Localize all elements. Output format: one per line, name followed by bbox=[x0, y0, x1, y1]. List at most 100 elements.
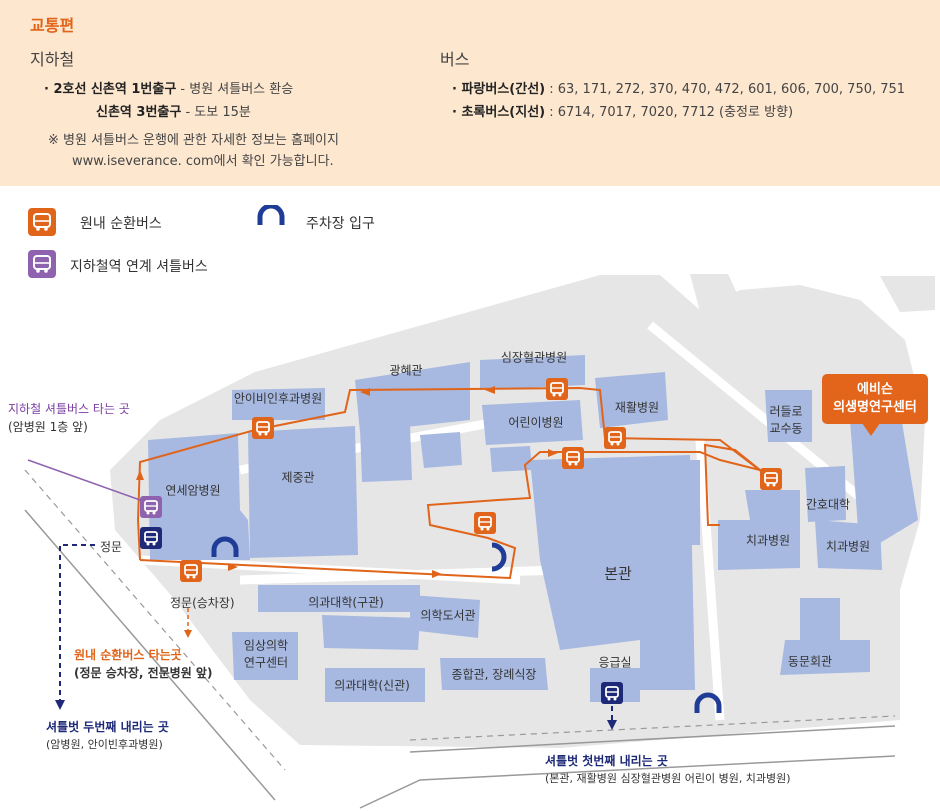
label-dental-1: 치과병원 bbox=[745, 533, 791, 548]
subway-line-2: 신촌역 3번출구 - 도보 15분 bbox=[96, 101, 251, 120]
drop-2-title: 셔틀벗 두번째 내리는 곳 bbox=[46, 720, 169, 734]
subway-line-1-rest: - 병원 셔틀버스 환승 bbox=[176, 82, 294, 97]
building-dental-2 bbox=[815, 520, 882, 570]
subway-line-1-bold: · 2호선 신촌역 1번출구 bbox=[44, 82, 177, 97]
building-union bbox=[440, 658, 548, 690]
building-rudlo bbox=[765, 390, 812, 442]
bus-heading: 버스 bbox=[440, 50, 470, 69]
building-annex-1 bbox=[360, 425, 412, 482]
legend-subway-shuttle-icon bbox=[28, 250, 56, 278]
parking-entrance-icon bbox=[211, 536, 239, 557]
subway-note-1: ※ 병원 셔틀버스 운행에 관한 자세한 정보는 홈페이지 bbox=[48, 133, 339, 148]
building-gwanghye bbox=[355, 362, 470, 432]
street-dashed-lines bbox=[24, 469, 896, 771]
building-annex-3 bbox=[490, 446, 532, 472]
label-heart-hospital: 심장혈관병원 bbox=[500, 350, 568, 365]
building-medlib bbox=[410, 595, 480, 638]
label-medcollege-old: 의과대학(구관) bbox=[308, 595, 384, 610]
legend-subway-shuttle-label: 지하철역 연계 셔틀버스 bbox=[70, 259, 208, 275]
info-title: 교통편 bbox=[30, 16, 75, 35]
campus-stop-sub: (정문 승차장, 전문병원 앞) bbox=[74, 666, 213, 680]
callout-line-1: 에비슨 bbox=[857, 382, 893, 397]
drop-1-title: 셔틀벗 첫번째 내리는 곳 bbox=[545, 754, 668, 768]
label-rehab-hospital: 재활병원 bbox=[614, 400, 660, 415]
building-dental-1 bbox=[718, 520, 800, 570]
shuttle-dropoff-icon bbox=[601, 682, 623, 704]
shuttle-route bbox=[59, 544, 613, 722]
street-lines bbox=[24, 509, 896, 809]
label-jejung: 제중관 bbox=[281, 470, 315, 485]
label-dental-2: 치과병원 bbox=[825, 539, 871, 554]
label-main-gate: 정문 bbox=[100, 540, 123, 554]
building-main-wing bbox=[690, 460, 700, 545]
drop-1-sub: (본관, 재활병원 심장혈관병원 어린이 병원, 치과병원) bbox=[545, 772, 791, 785]
shuttle-dropoff-icon bbox=[140, 527, 162, 549]
legend-parking-label: 주차장 입구 bbox=[306, 216, 375, 232]
bus-line-1-bold: · 파랑버스(간선) bbox=[452, 82, 546, 97]
evison-callout: 에비슨 의생명연구센터 bbox=[822, 374, 928, 436]
drop-2-sub: (암병원, 안이빈후과병원) bbox=[46, 738, 163, 751]
subway-line-2-bold: 신촌역 3번출구 bbox=[96, 105, 182, 120]
building-connector bbox=[322, 615, 420, 650]
subway-note-2: www.iseverance. com에서 확인 가능합니다. bbox=[72, 154, 334, 169]
label-rudlo-1: 러들로 bbox=[769, 404, 803, 419]
building-ahn bbox=[232, 388, 325, 420]
building-children bbox=[482, 400, 583, 445]
campus-bus-stop-icon bbox=[604, 427, 626, 449]
label-cancer-hospital: 연세암병원 bbox=[165, 483, 221, 498]
label-clinical-1: 임상의학 bbox=[243, 638, 289, 653]
campus-bus-stop-icon bbox=[562, 447, 584, 469]
label-children-hospital: 어린이병원 bbox=[508, 415, 564, 430]
building-medcollege-new bbox=[325, 668, 425, 702]
label-ent-hospital: 안이비인후과병원 bbox=[233, 391, 323, 406]
building-clinical bbox=[232, 632, 298, 680]
label-main-gate-stop: 정문(승차장) bbox=[170, 596, 235, 610]
bus-line-2-bold: · 초록버스(지선) bbox=[452, 105, 546, 120]
bus-line-1-rest: : 63, 171, 272, 370, 470, 472, 601, 606,… bbox=[545, 82, 906, 97]
bus-line-2-rest: : 6714, 7017, 7020, 7712 (충정로 방향) bbox=[545, 105, 794, 120]
building-annex-2 bbox=[420, 432, 462, 468]
campus-bus-route bbox=[136, 386, 771, 580]
building-main bbox=[530, 455, 695, 690]
campus-stop-arrow bbox=[184, 630, 192, 638]
subway-line-2-rest: - 도보 15분 bbox=[181, 105, 251, 120]
legend-campus-bus-label: 원내 순환버스 bbox=[80, 216, 162, 232]
building-alumni bbox=[780, 598, 870, 675]
campus-bus-stop-icon bbox=[252, 417, 274, 439]
building-rehab bbox=[595, 372, 668, 428]
bus-line-1: · 파랑버스(간선) : 63, 171, 272, 370, 470, 472… bbox=[452, 78, 905, 97]
building-dental-annex bbox=[745, 490, 800, 520]
label-medcollege-new: 의과대학(신관) bbox=[334, 678, 410, 693]
transport-info-panel: 교통편 지하철 · 2호선 신촌역 1번출구 - 병원 셔틀버스 환승 신촌역 … bbox=[0, 0, 940, 186]
shuttle-arrows bbox=[55, 700, 617, 730]
legend-campus-bus-icon bbox=[28, 208, 56, 236]
label-gwanghye: 광혜관 bbox=[389, 363, 423, 378]
route-arrows bbox=[136, 386, 558, 578]
label-emergency: 응급실 bbox=[598, 655, 632, 670]
building-nursing bbox=[805, 466, 846, 522]
legend-parking-entrance-icon bbox=[257, 205, 285, 225]
label-main-building: 본관 bbox=[604, 564, 632, 583]
parking-entrance-icon bbox=[694, 692, 722, 713]
building-jejung bbox=[248, 426, 358, 558]
building-medcollege-old bbox=[258, 585, 420, 612]
subway-line-1: · 2호선 신촌역 1번출구 - 병원 셔틀버스 환승 bbox=[44, 78, 293, 97]
subway-stop-pointer bbox=[27, 459, 141, 501]
buildings bbox=[148, 355, 918, 702]
subway-heading: 지하철 bbox=[30, 50, 75, 69]
campus-bus-stop-icon bbox=[760, 468, 782, 490]
parking-entrance-icon bbox=[491, 542, 507, 572]
label-rudlo-2: 교수동 bbox=[769, 421, 803, 436]
campus-stop-title: 원내 순환버스 타는곳 bbox=[74, 648, 182, 662]
bus-line-2: · 초록버스(지선) : 6714, 7017, 7020, 7712 (충정로… bbox=[452, 101, 793, 120]
callout-line-2: 의생명연구센터 bbox=[833, 400, 917, 415]
label-alumni-hall: 동문회관 bbox=[787, 654, 833, 669]
building-cancer bbox=[148, 433, 250, 560]
building-evison bbox=[850, 410, 918, 555]
campus-bus-stop-icon bbox=[180, 560, 202, 582]
campus-bus-stop-icon bbox=[546, 378, 568, 400]
label-union-funeral: 종합관, 장례식장 bbox=[451, 667, 537, 682]
label-clinical-2: 연구센터 bbox=[243, 655, 289, 670]
subway-stop-sub: (암병원 1층 앞) bbox=[8, 420, 88, 434]
